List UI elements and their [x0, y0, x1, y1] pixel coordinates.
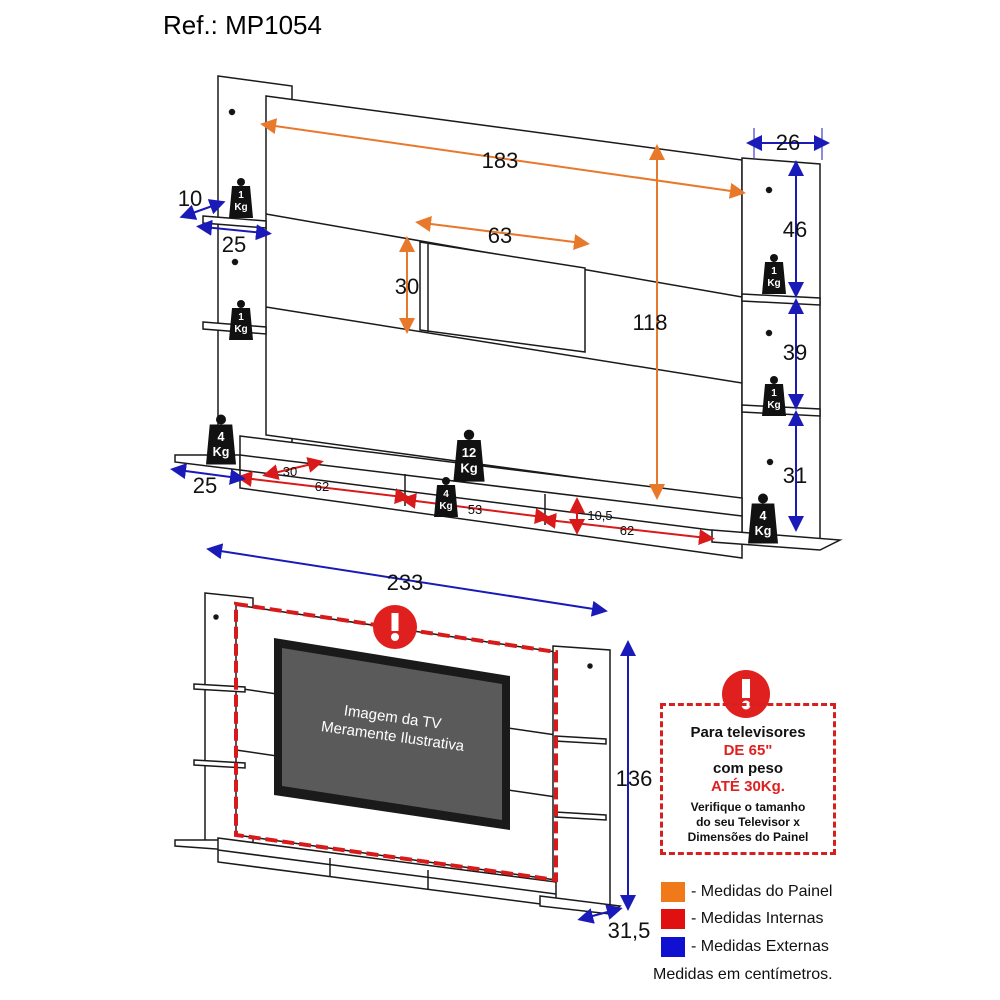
svg-text:Kg: Kg [767, 278, 780, 289]
label-opening-width: 63 [488, 223, 512, 248]
svg-text:Kg: Kg [439, 501, 452, 512]
svg-text:1: 1 [238, 190, 244, 201]
internal-dimensions [236, 457, 715, 546]
svg-text:12: 12 [462, 445, 476, 460]
label-shelf-gap-top: 46 [783, 217, 807, 242]
warning-note-2: do seu Televisor x [696, 815, 800, 829]
weight-drawer-middle: 4 Kg [434, 477, 458, 517]
warning-line-3: com peso [712, 760, 784, 777]
legend-panel-measures: - Medidas do Painel [661, 882, 832, 902]
external-dimensions-bottom [206, 543, 636, 924]
top-dimension-labels: 183 118 63 30 26 46 39 31 10 25 25 [178, 130, 807, 498]
svg-text:Kg: Kg [234, 202, 247, 213]
warning-note-1: Verifique o tamanho [690, 800, 806, 814]
svg-text:1: 1 [771, 388, 777, 399]
warning-icon-tv [373, 605, 417, 649]
weight-shelf-left-mid: 1 Kg [229, 300, 253, 340]
legend-swatch-red [661, 909, 685, 929]
warning-icon-box [722, 670, 770, 718]
label-panel-width: 183 [482, 148, 519, 173]
legend-swatch-orange [661, 882, 685, 902]
label-drawer-c-width: 62 [620, 523, 634, 538]
svg-text:1: 1 [771, 266, 777, 277]
legend-external-measures: - Medidas Externas [661, 937, 829, 957]
legend-label-panel: - Medidas do Painel [691, 883, 833, 900]
panel-dimensions [260, 118, 746, 500]
legend-label-external: - Medidas Externas [691, 938, 829, 955]
svg-text:Kg: Kg [460, 461, 477, 476]
tv-area-outline [234, 601, 558, 883]
tv-illustration: Imagem da TV Meramente Ilustrativa [274, 638, 510, 830]
tv-size-warning-box: Para televisores DE 65" com peso ATÉ 30K… [660, 703, 836, 855]
label-panel-height: 118 [632, 310, 667, 335]
label-left-shelf-depth: 10 [178, 186, 202, 211]
warning-note-3: Dimensões do Painel [687, 830, 809, 844]
label-drawer-a-width: 62 [315, 479, 329, 494]
label-base-left-width: 25 [193, 473, 217, 498]
svg-text:Kg: Kg [767, 400, 780, 411]
label-opening-height: 30 [395, 274, 419, 299]
drawer-dimension-labels: 30 62 53 10,5 62 [283, 464, 634, 538]
tv-opening [419, 241, 586, 353]
legend-swatch-blue [661, 937, 685, 957]
label-drawer-b-width: 53 [468, 502, 482, 517]
legend-label-internal: - Medidas Internas [691, 910, 824, 927]
svg-text:1: 1 [238, 312, 244, 323]
label-side-width: 26 [776, 130, 800, 155]
label-total-width: 233 [387, 570, 424, 595]
weight-base-left: 4 Kg [206, 414, 236, 465]
svg-text:Kg: Kg [755, 524, 772, 538]
weight-shelf-left-top: 1 Kg [229, 178, 253, 218]
reference-code: Ref.: MP1054 [163, 10, 322, 40]
label-total-height: 136 [616, 766, 653, 791]
legend-internal-measures: - Medidas Internas [661, 909, 824, 929]
warning-line-1: Para televisores [690, 724, 806, 741]
units-note: Medidas em centímetros. [653, 966, 833, 983]
svg-text:4: 4 [443, 489, 449, 500]
svg-text:Kg: Kg [213, 445, 230, 459]
label-left-shelf-width: 25 [222, 232, 246, 257]
weight-base-right: 4 Kg [748, 493, 778, 544]
bottom-right-column [552, 645, 611, 913]
label-drawer-a-height: 30 [283, 464, 297, 479]
svg-text:4: 4 [218, 430, 225, 444]
svg-text:Kg: Kg [234, 324, 247, 335]
external-dimensions-top [170, 128, 830, 532]
label-shelf-gap-bottom: 31 [783, 463, 807, 488]
bottom-dimension-labels: 233 136 31,5 [387, 570, 653, 943]
weight-base-center: 12 Kg [453, 429, 485, 482]
label-depth: 31,5 [608, 918, 651, 943]
weight-shelf-right-top: 1 Kg [762, 254, 786, 294]
right-side-column [741, 157, 821, 549]
label-shelf-gap-mid: 39 [783, 340, 807, 365]
weight-shelf-right-mid: 1 Kg [762, 376, 786, 416]
warning-line-4: ATÉ 30Kg. [711, 778, 785, 795]
svg-text:4: 4 [760, 509, 767, 523]
label-drawer-c-height: 10,5 [587, 508, 612, 523]
warning-line-2: DE 65" [723, 742, 773, 759]
